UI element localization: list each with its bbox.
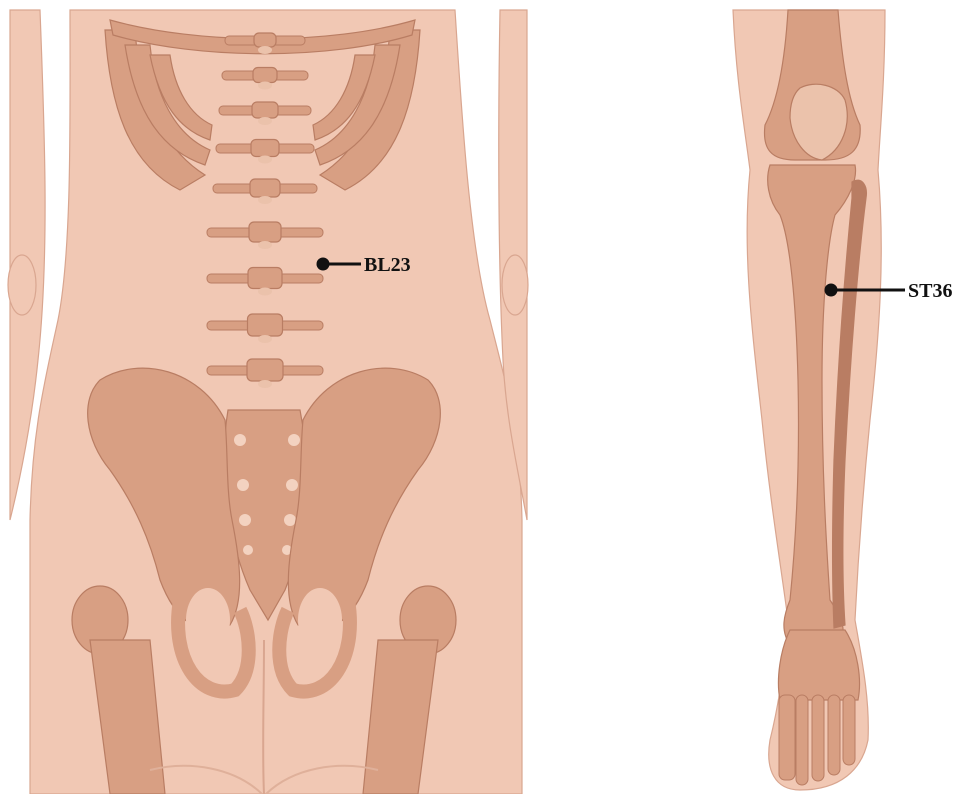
left-obturator (186, 588, 230, 652)
toe-bone (779, 695, 795, 780)
right-obturator (298, 588, 342, 652)
right-hand (502, 255, 528, 315)
toe-bone (843, 695, 855, 765)
toe-bone (796, 695, 808, 785)
lower-leg-panel: ST36 (733, 10, 952, 790)
bl23-label: BL23 (364, 254, 411, 276)
left-hand (8, 255, 36, 315)
foot-bones (778, 630, 859, 785)
toe-bone (828, 695, 840, 775)
gluteal-cleft (263, 640, 264, 794)
lower-back-panel: BL23 (8, 10, 528, 794)
toe-bone (812, 695, 824, 781)
st36-label: ST36 (908, 280, 952, 302)
